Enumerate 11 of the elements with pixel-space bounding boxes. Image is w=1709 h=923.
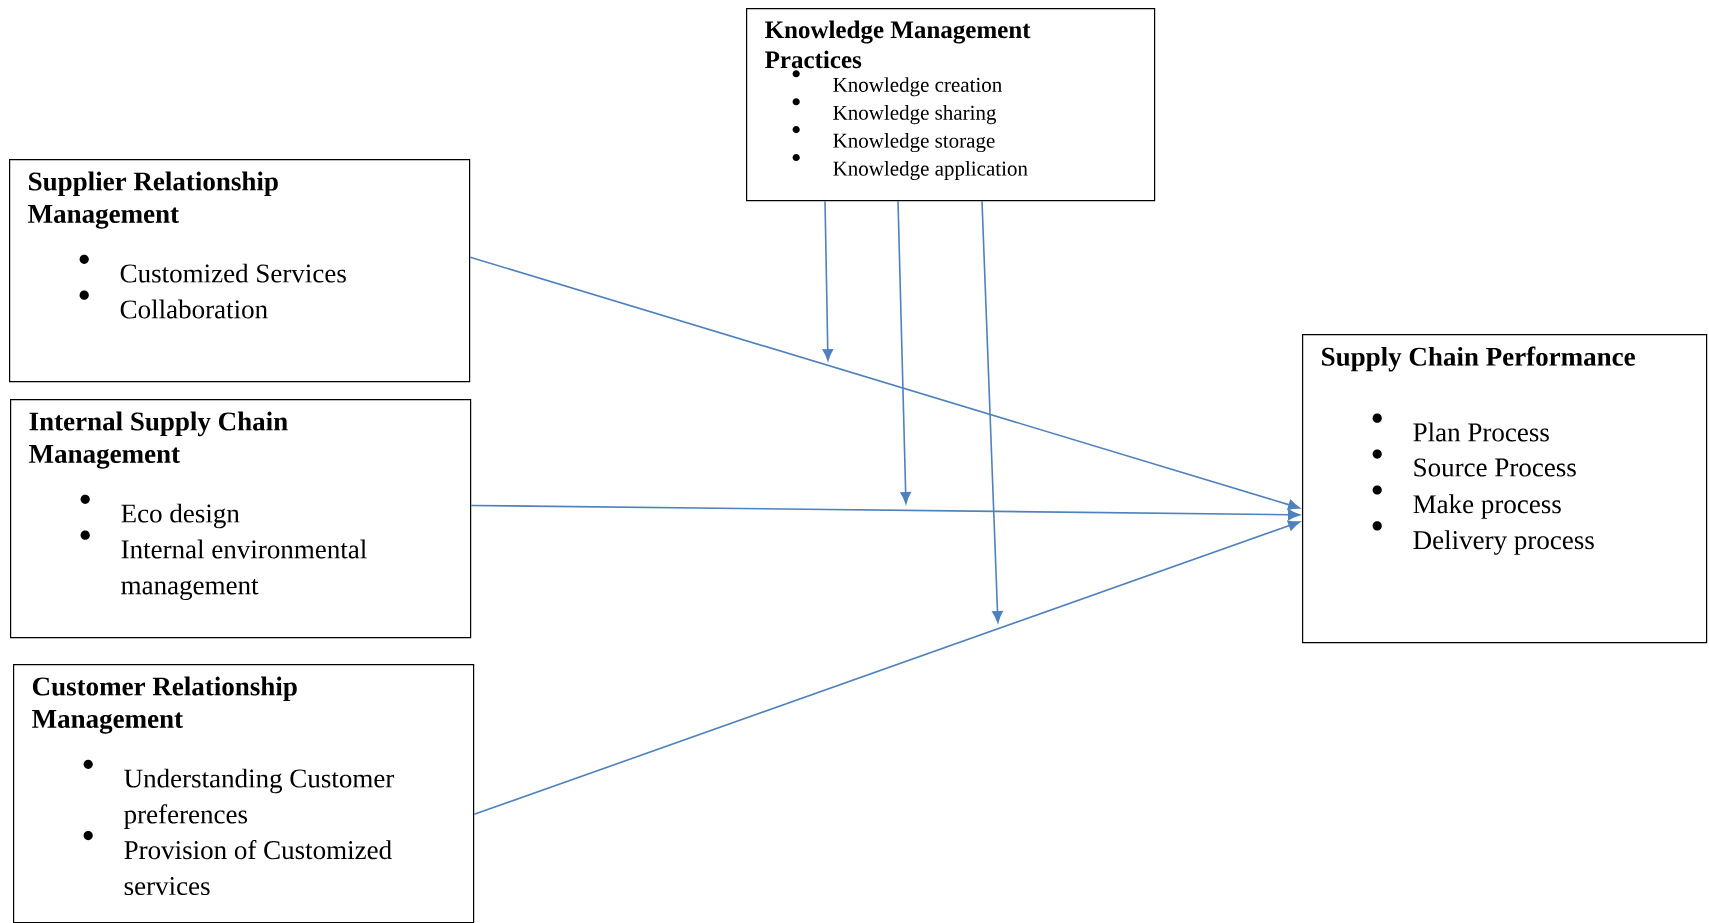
arrow [469,256,1300,510]
text-box: Internal Supply Chain Management Eco design Internal environmental management [10,399,472,639]
arrow [897,200,911,504]
text-box: Supply Chain Performance Plan Process Source Process Make process Delivery process [1302,334,1708,644]
arrow [981,200,1003,623]
arrow [473,520,1301,816]
text-box: Knowledge Management Practices Knowledge creation Knowledge sharing Knowledge storage Knowledge application [746,8,1156,202]
arrow [822,200,834,361]
text-box: Customer Relationship Management Understanding Customer preferences Provision of Customized services [13,664,475,923]
arrow [470,504,1300,521]
text-box: Supplier Relationship Management Customized Services Collaboration [9,159,471,383]
